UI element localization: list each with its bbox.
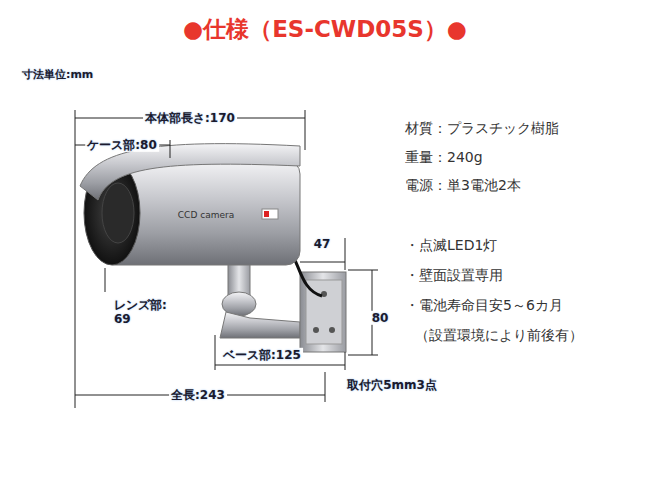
spec-item: ・壁面設置専用: [405, 267, 503, 284]
camera-body: [80, 144, 300, 265]
dimension-label: レンズ部: 69: [112, 298, 182, 327]
spec-item: （設置環境により前後有）: [415, 327, 583, 344]
dimension-label: 47: [312, 237, 333, 251]
dimension-label: 取付穴5mm3点: [345, 378, 439, 392]
unit-note: 寸法単位:mm: [22, 68, 93, 81]
spec-item: 重量：240g: [405, 149, 483, 166]
dimension-label: 全長:243: [169, 388, 227, 402]
dimension-lines: [75, 110, 378, 408]
dimension-label: ケース部:80: [85, 138, 159, 152]
dimension-label: 本体部長さ:170: [143, 111, 237, 125]
dimension-label: ベース部:125: [221, 348, 303, 362]
spec-item: ・点滅LED1灯: [405, 237, 497, 254]
spec-item: ・電池寿命目安5～6カ月: [405, 297, 563, 314]
dimension-label: 80: [370, 311, 391, 325]
camera-marking: CCD camera: [178, 210, 234, 221]
spec-item: 材質：プラスチック樹脂: [405, 120, 559, 137]
title: ●仕様（ES-CWD05S）●: [183, 16, 467, 44]
spec-item: 電源：単3電池2本: [405, 177, 521, 194]
